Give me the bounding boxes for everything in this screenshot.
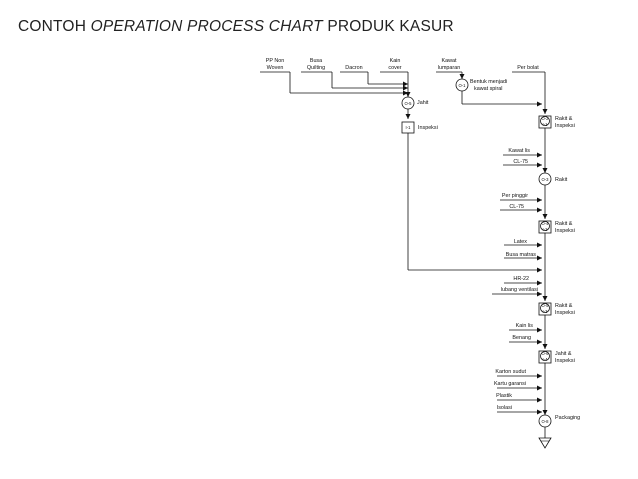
c4-code-1: O-6: [542, 351, 550, 356]
kartu-garansi-label: Kartu garansi: [494, 381, 526, 387]
c4-label-1: Jahit &: [555, 351, 572, 357]
o5-label: Jahit: [417, 100, 429, 106]
cl75-a-label: CL-75: [513, 159, 528, 165]
o8-code: O-8: [542, 419, 550, 424]
kawat-lis-label: Kawat lis: [508, 148, 530, 154]
kain-lis-label: Kain lis: [516, 323, 534, 329]
i1-code: I-1: [406, 125, 412, 130]
hr22-label: HR-22: [513, 276, 529, 282]
per-bolat-label: Per bolat: [517, 65, 539, 71]
busa-quilting-label-1: Busa: [310, 58, 322, 64]
kawat-lumparan-label-2: lumparan: [438, 65, 460, 71]
plastik-label: Plastik: [496, 393, 512, 399]
storage-triangle-icon: [538, 437, 552, 449]
title-italic: OPERATION PROCESS CHART: [90, 18, 323, 35]
kain-cover-label-1: Kain: [390, 58, 401, 64]
o3-operation-circle: [538, 172, 552, 186]
c3-code-2: I-3: [543, 309, 549, 314]
i1-inspection-box: [401, 121, 415, 134]
c1-combined-circle: [540, 116, 550, 126]
c2-label-2: Inspeksi: [555, 228, 575, 234]
c2-combined-circle: [540, 221, 550, 231]
o3-label: Rakit: [555, 177, 568, 183]
c1-code-1: O-2: [542, 116, 550, 121]
c1-label-1: Rakit &: [555, 116, 573, 122]
busa-matras-label: Busa matras: [506, 252, 537, 258]
o1-label-2: kawat spiral: [474, 86, 502, 92]
karton-sudut-label: Karton sudut: [495, 369, 526, 375]
o1-code: O-1: [459, 83, 467, 88]
c2-code-2: I-2: [543, 227, 549, 232]
c4-code-2: I-4: [543, 357, 549, 362]
o8-operation-circle: [538, 414, 552, 428]
c2-combined-box: [538, 220, 552, 234]
c1-code-2: I-1: [543, 122, 549, 127]
c4-label-2: Inspeksi: [555, 358, 575, 364]
o3-code: O-3: [542, 177, 550, 182]
kawat-lumparan-label-1: Kawat: [442, 58, 457, 64]
i1-label: Inspeksi: [418, 125, 438, 131]
c1-combined-box: [538, 115, 552, 129]
o1-operation-circle: [455, 78, 469, 92]
c3-combined-circle: [540, 303, 550, 313]
c4-combined-box: [538, 350, 552, 364]
c3-label-1: Rakit &: [555, 303, 573, 309]
o8-label: Packaging: [555, 415, 580, 421]
slide-title: CONTOH OPERATION PROCESS CHART PRODUK KA…: [18, 18, 454, 36]
c3-code-1: O-5: [542, 303, 550, 308]
o1-label-1: Bentuk menjadi: [470, 79, 507, 85]
o5-operation-circle: [401, 96, 415, 110]
cl75-b-label: CL-75: [509, 204, 524, 210]
lubang-ventilasi-label: lubang ventilasi: [501, 287, 538, 293]
title-suffix: PRODUK KASUR: [322, 18, 454, 35]
busa-quilting-label-2: Quilting: [307, 65, 325, 71]
dacron-label: Dacron: [345, 65, 362, 71]
benang-label: Benang: [512, 335, 531, 341]
c3-label-2: Inspeksi: [555, 310, 575, 316]
o5-code: O-5: [405, 101, 413, 106]
kain-cover-label-2: cover: [388, 65, 401, 71]
latex-label: Latex: [514, 239, 527, 245]
title-prefix: CONTOH: [18, 18, 91, 35]
c3-combined-box: [538, 302, 552, 316]
c2-code-1: O-4: [542, 221, 550, 226]
c4-combined-circle: [540, 351, 550, 361]
per-pinggir-label: Per pinggir: [502, 193, 528, 199]
pp-non-woven-label-1: PP Non: [266, 58, 284, 64]
c1-label-2: Inspeksi: [555, 123, 575, 129]
c2-label-1: Rakit &: [555, 221, 573, 227]
pp-non-woven-label-2: Woven: [267, 65, 284, 71]
isolasi-label: Isolasi: [497, 405, 512, 411]
